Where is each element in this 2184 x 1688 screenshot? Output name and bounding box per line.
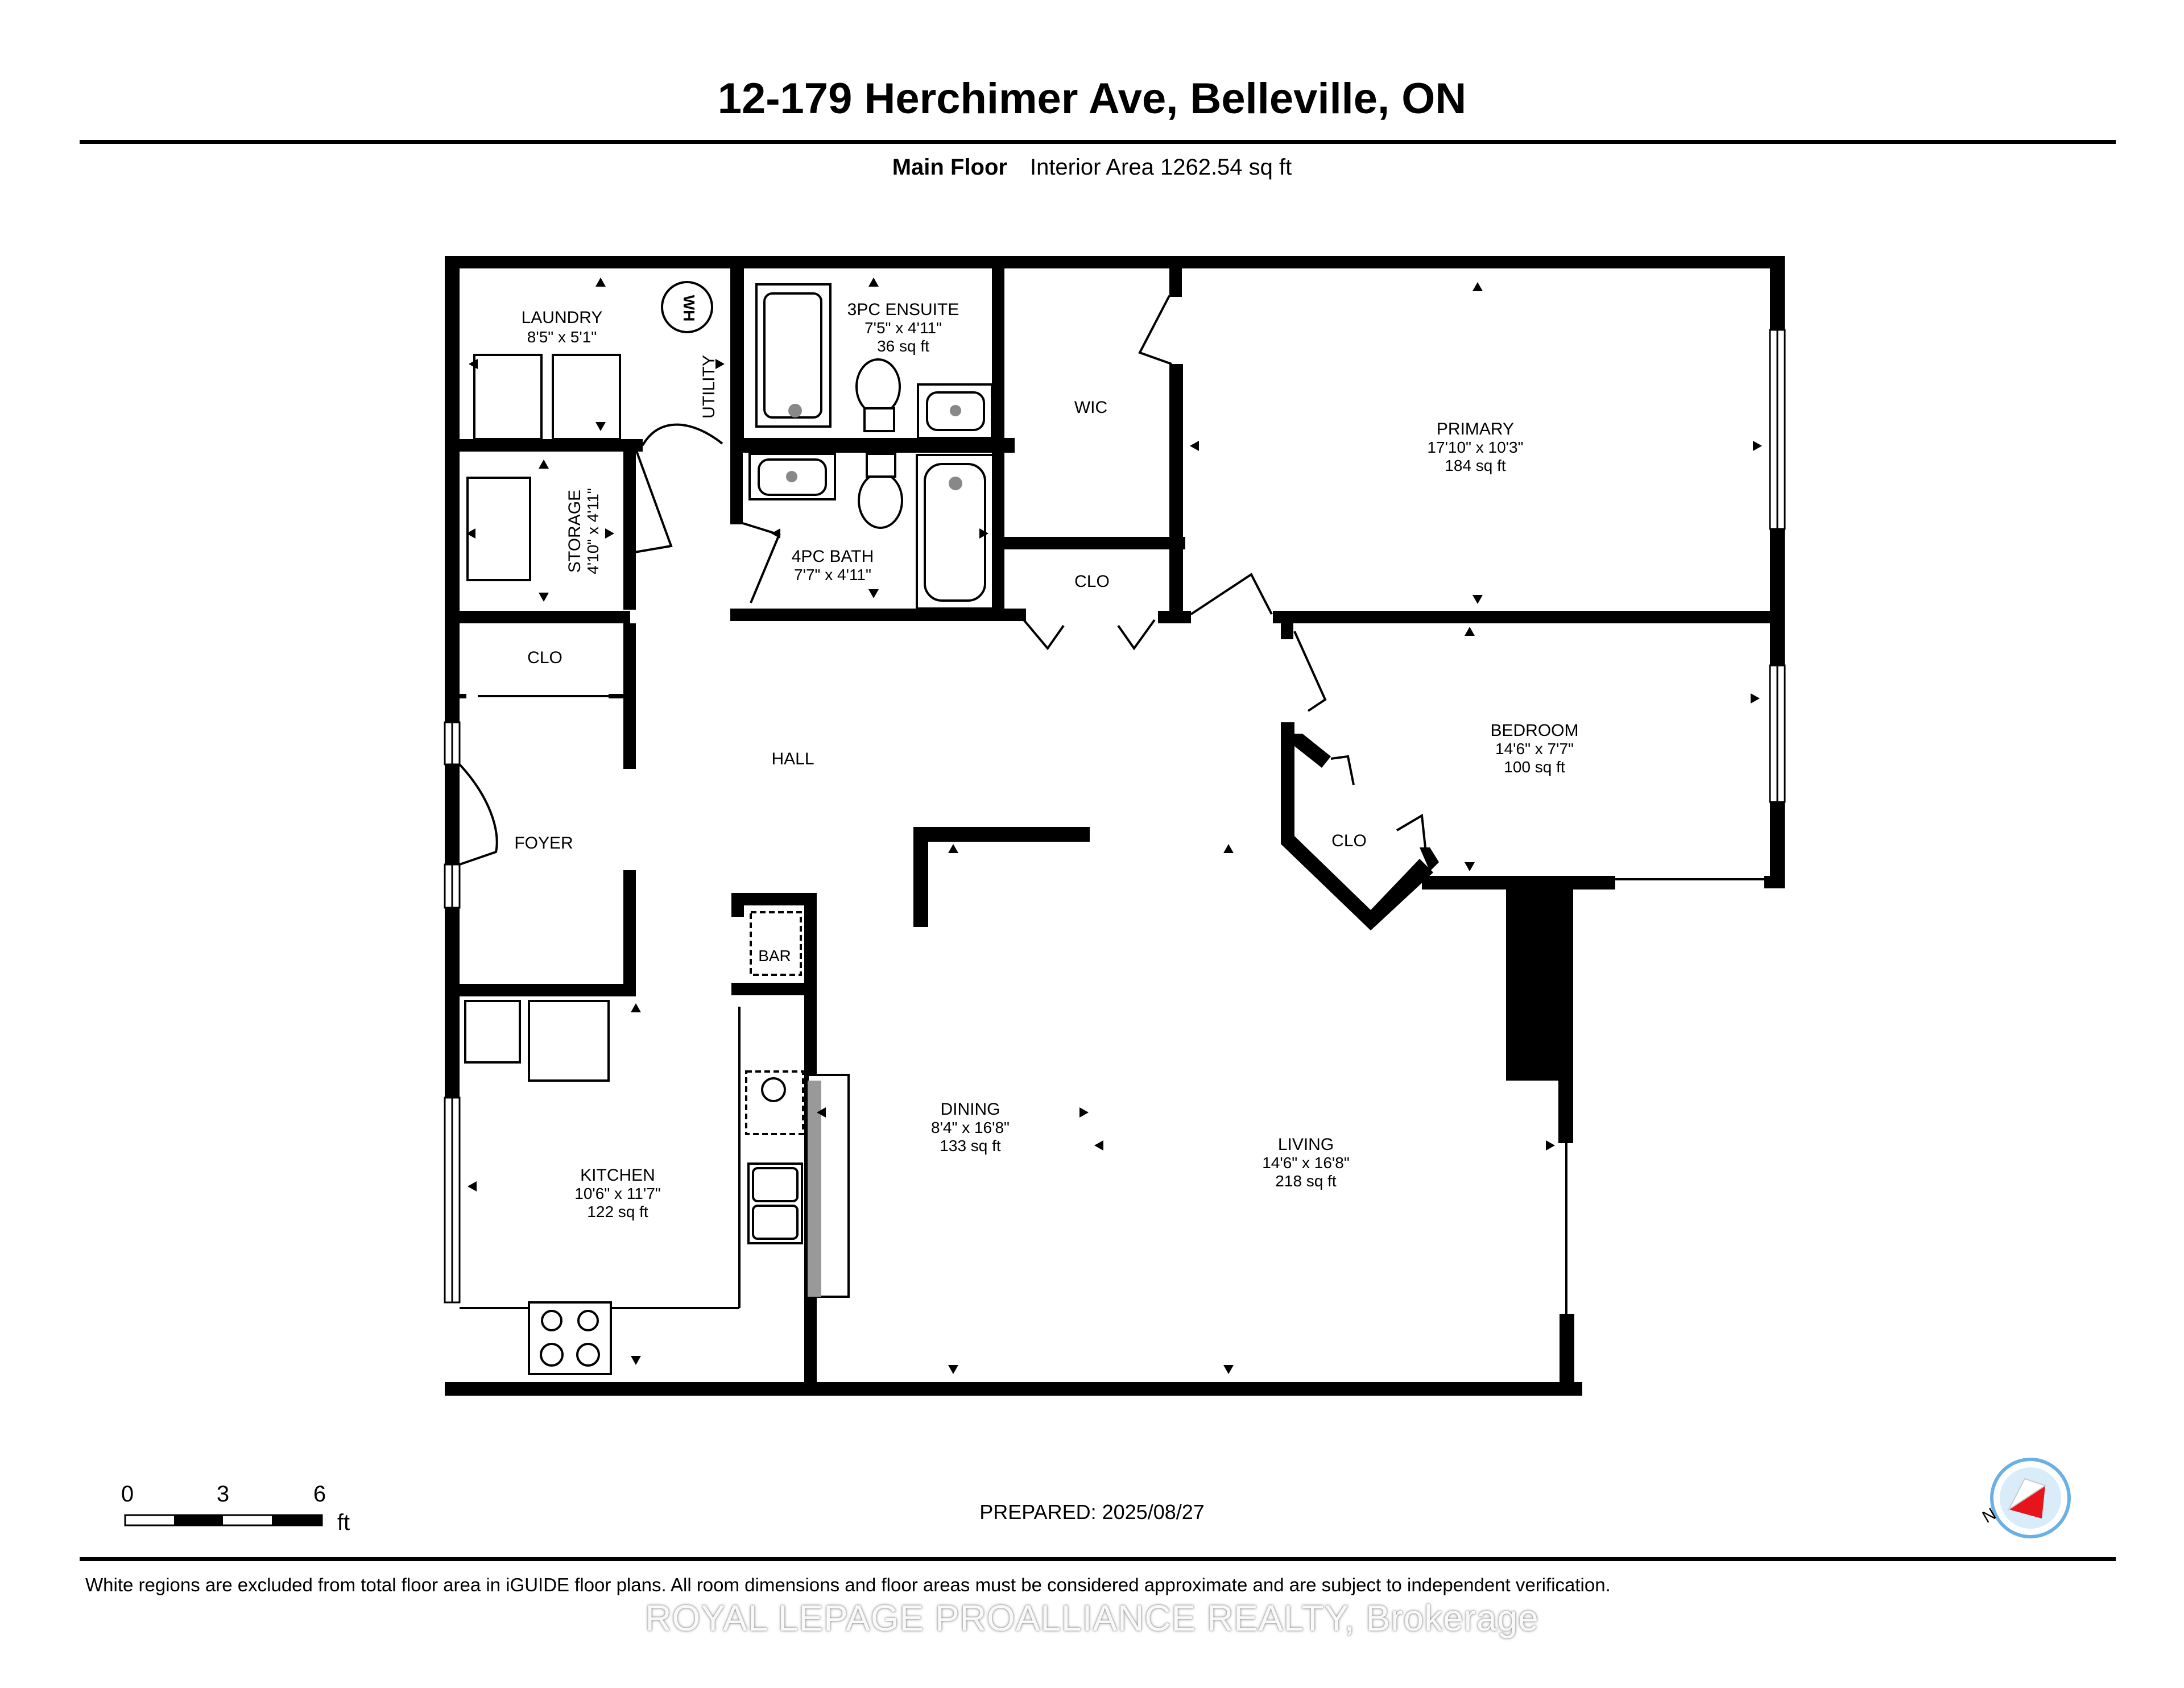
- prepared-date: PREPARED: 2025/08/27: [979, 1500, 1205, 1524]
- fixtures: [460, 281, 994, 1375]
- bar-label: BAR: [758, 947, 791, 965]
- ensuite-dims: 7'5" x 4'11": [864, 319, 942, 337]
- footer-divider: [80, 1557, 2116, 1561]
- disclaimer-text: White regions are excluded from total fl…: [85, 1574, 1611, 1595]
- bath4-dims: 7'7" x 4'11": [794, 566, 871, 584]
- hall-label: HALL: [771, 750, 814, 768]
- door-swings: [458, 295, 1426, 866]
- kitchen-dims: 10'6" x 11'7": [574, 1185, 660, 1202]
- dining-area: 133 sq ft: [940, 1137, 1001, 1155]
- bath4-label: 4PC BATH: [792, 547, 874, 566]
- storage-label: STORAGE: [565, 490, 584, 573]
- foyer-label: FOYER: [514, 834, 573, 853]
- ensuite-label: 3PC ENSUITE: [847, 300, 959, 319]
- scale-unit: ft: [337, 1510, 350, 1535]
- wic-label: WIC: [1074, 398, 1107, 417]
- header-divider: [80, 140, 2116, 144]
- scale-label-6: 6: [313, 1482, 326, 1507]
- clo-left-label: CLO: [527, 648, 562, 667]
- dining-dims: 8'4" x 16'8": [931, 1119, 1010, 1136]
- living-dims: 14'6" x 16'8": [1262, 1154, 1350, 1172]
- kitchen-area: 122 sq ft: [587, 1203, 648, 1221]
- floor-summary: Main Floor Interior Area 1262.54 sq ft: [0, 155, 2184, 180]
- scale-label-0: 0: [121, 1482, 134, 1507]
- bedroom-label: BEDROOM: [1490, 721, 1578, 740]
- walls: [445, 256, 1785, 1396]
- storage-dims: 4'10" x 4'11": [584, 488, 602, 574]
- floor-name: Main Floor: [892, 155, 1007, 180]
- compass-icon: N: [1979, 1458, 2071, 1538]
- primary-area: 184 sq ft: [1445, 457, 1506, 474]
- living-area: 218 sq ft: [1275, 1172, 1337, 1190]
- living-label: LIVING: [1278, 1135, 1334, 1154]
- laundry-dims: 8'5" x 5'1": [527, 328, 597, 346]
- page-title: 12-179 Herchimer Ave, Belleville, ON: [717, 75, 1467, 123]
- utility-label: UTILITY: [700, 355, 718, 419]
- interior-area: Interior Area 1262.54 sq ft: [1029, 155, 1292, 180]
- bedroom-area: 100 sq ft: [1504, 758, 1565, 776]
- water-heater-label: WH: [680, 295, 698, 322]
- ensuite-area: 36 sq ft: [877, 337, 929, 355]
- dining-label: DINING: [941, 1100, 1000, 1119]
- scale-label-3: 3: [217, 1482, 229, 1507]
- laundry-label: LAUNDRY: [522, 308, 603, 327]
- kitchen-label: KITCHEN: [580, 1166, 655, 1185]
- clo-hall-label: CLO: [1074, 572, 1110, 591]
- primary-label: PRIMARY: [1437, 420, 1514, 438]
- scale-bar: 0 3 6 ft: [121, 1482, 350, 1535]
- windows: [444, 329, 1786, 1304]
- sliding-doors: [478, 695, 1764, 1314]
- bedroom-dims: 14'6" x 7'7": [1495, 740, 1574, 758]
- room-labels: LAUNDRY 8'5" x 5'1" WH 3PC ENSUITE 7'5" …: [514, 295, 1578, 1221]
- brokerage-watermark: ROYAL LEPAGE PROALLIANCE REALTY, Brokera…: [645, 1598, 1539, 1639]
- clo-bedroom-label: CLO: [1331, 831, 1367, 850]
- fixture-details: [786, 404, 962, 490]
- dimension-arrows: [466, 278, 1762, 1374]
- primary-dims: 17'10" x 10'3": [1427, 438, 1523, 456]
